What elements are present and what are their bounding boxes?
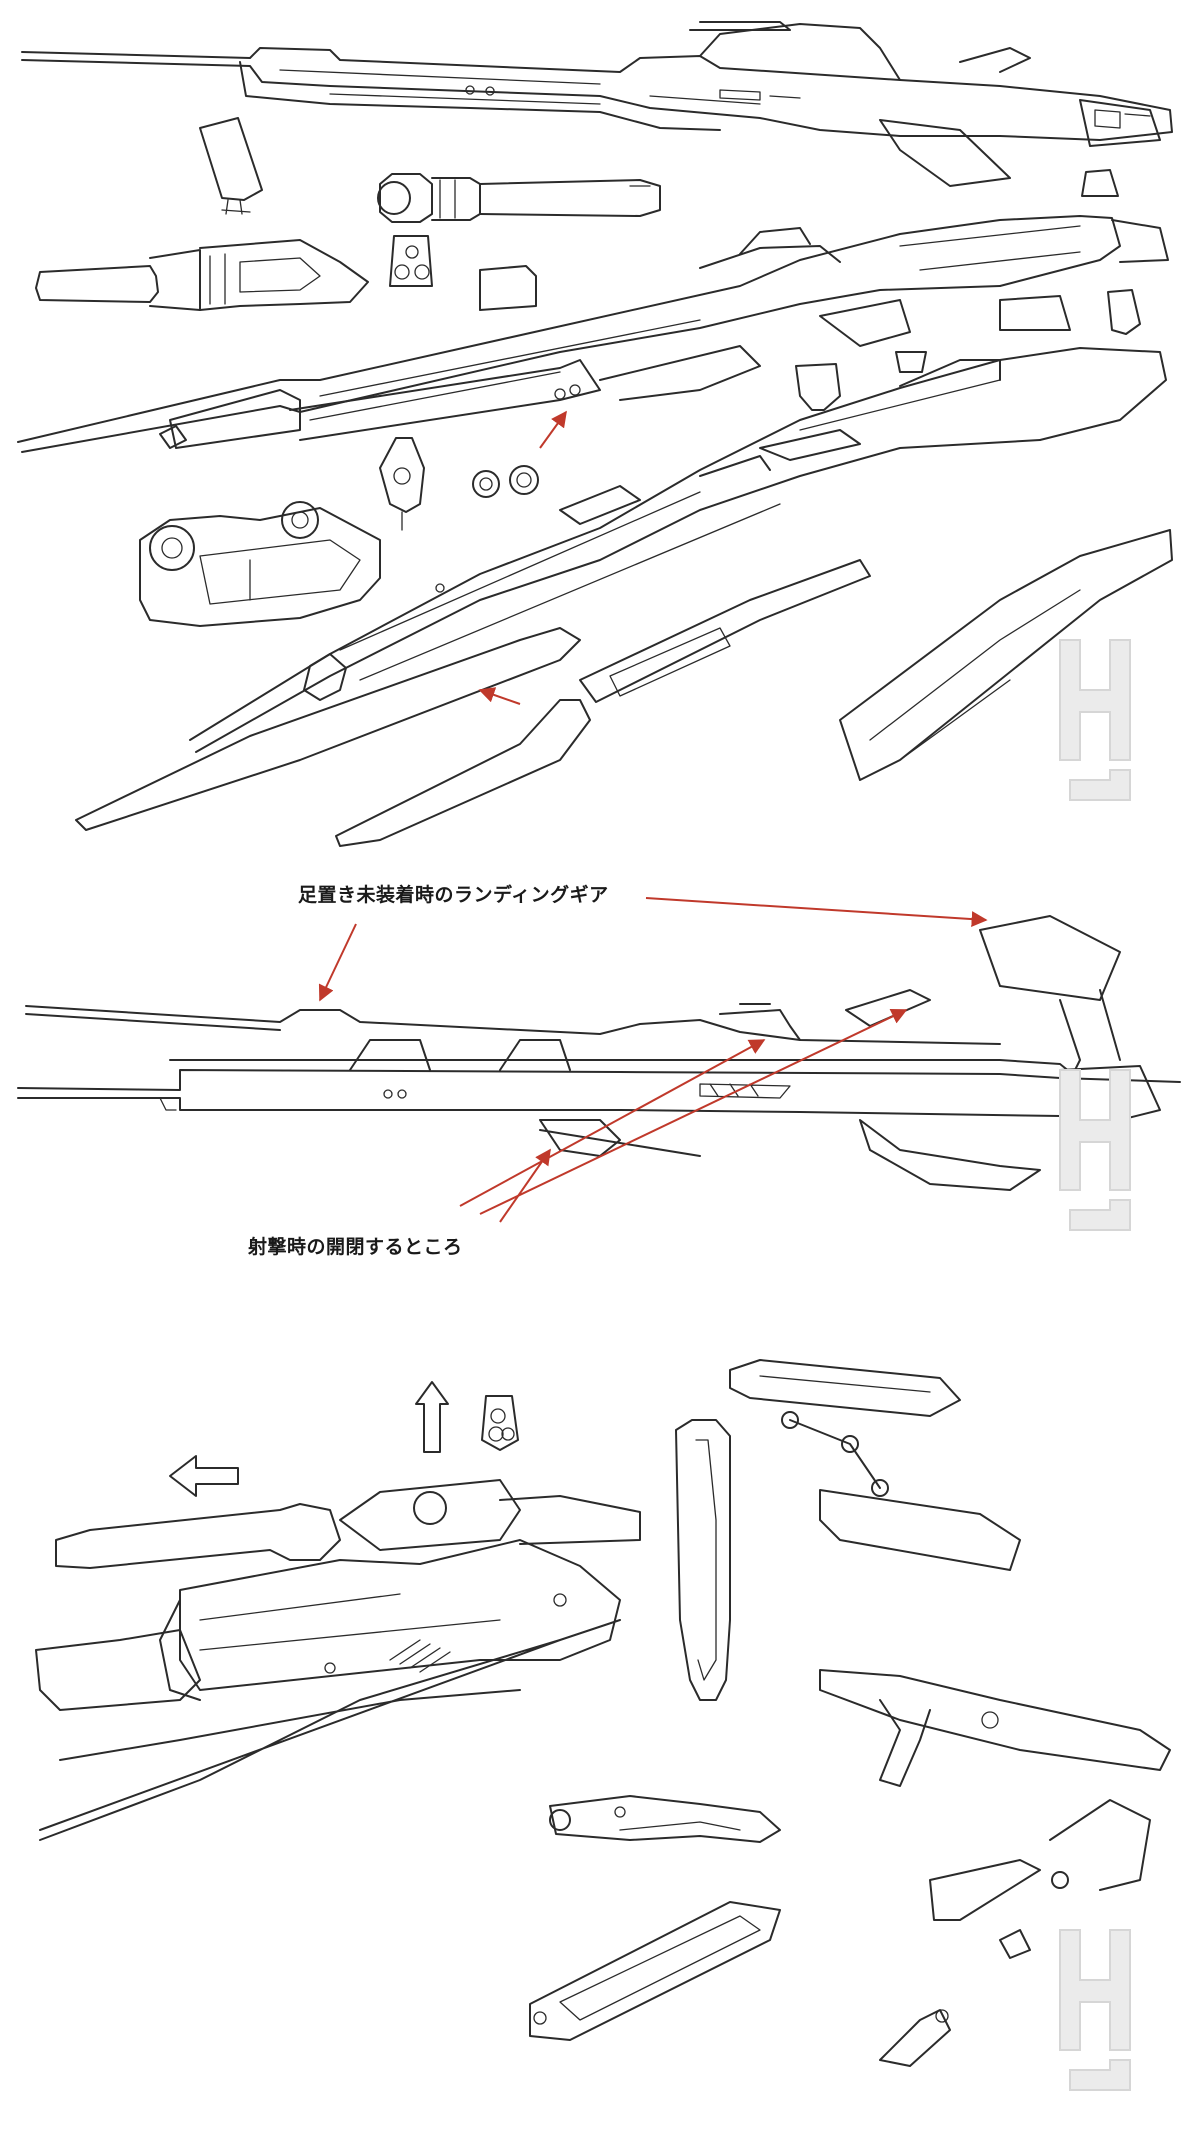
- rifle-third-view: [75, 347, 1173, 847]
- hj-web-watermark-1: [1059, 639, 1131, 801]
- rifle-middle-view: [17, 215, 1169, 453]
- firing-open-annotation: 射撃時の開閉するところ: [248, 1236, 463, 1258]
- part-foot-armor: [139, 501, 381, 627]
- rifle-side-view: [17, 915, 1181, 1191]
- part-block-2: [479, 265, 537, 311]
- part-landing-gear-1: [729, 1359, 1021, 1571]
- hj-web-watermark-3: [1059, 1929, 1131, 2091]
- hj-web-watermark-2: [1059, 1069, 1131, 1231]
- part-scope: [35, 239, 369, 311]
- landing-gear-annotation: 足置き未装着時のランディングギア: [298, 884, 609, 906]
- part-block-3: [795, 289, 1141, 411]
- rifle-top-view: [21, 21, 1173, 187]
- rifle-closeup: [35, 1479, 641, 1841]
- part-sword-panel: [529, 1901, 781, 2041]
- part-foot-grip: [549, 1795, 781, 1843]
- part-mount-1: [389, 235, 433, 287]
- part-stock: [819, 1669, 1171, 1787]
- part-landing-gear-2: [879, 1799, 1151, 2067]
- part-mount-3: [481, 1395, 519, 1451]
- direction-arrows: [169, 1381, 449, 1497]
- part-washers: [472, 465, 539, 498]
- part-barrel-silencer: [377, 173, 661, 223]
- part-small-block-1: [1081, 169, 1119, 197]
- part-mount-2: [379, 437, 425, 531]
- part-long-panel: [675, 1419, 731, 1701]
- part-blade: [199, 117, 263, 215]
